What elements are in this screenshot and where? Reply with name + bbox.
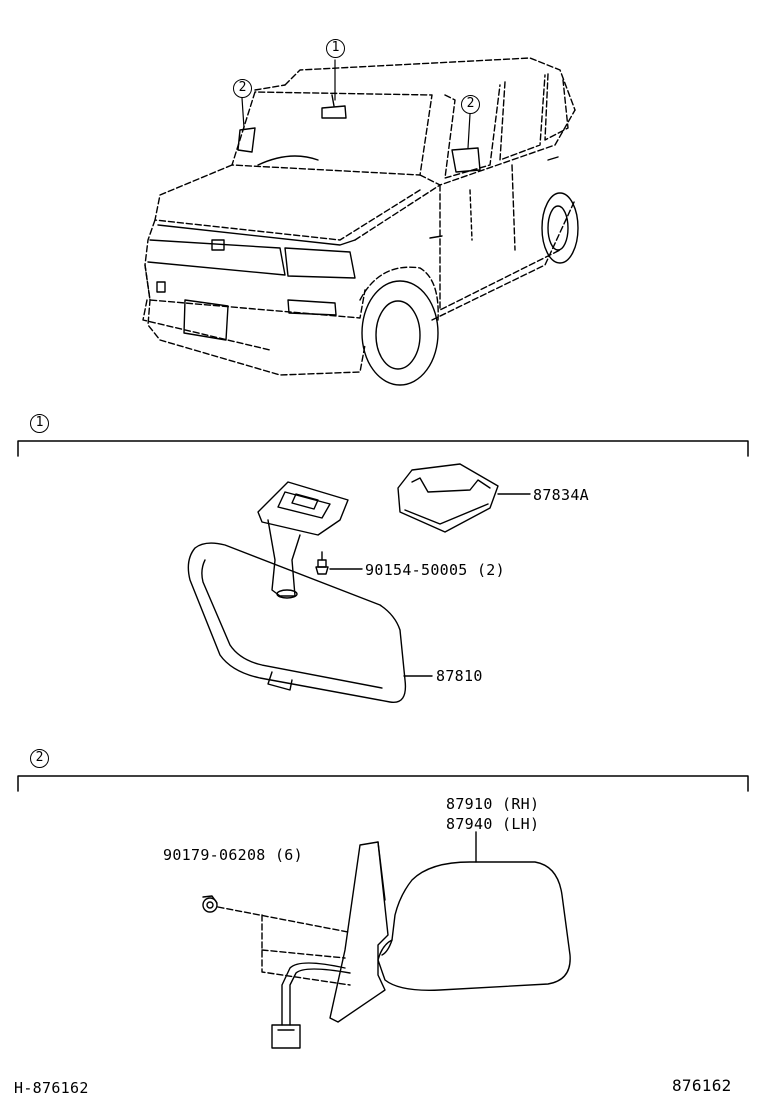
callout-2-outer-mirror-right: 2 [461,95,480,114]
section-marker-2: 2 [30,749,49,768]
part-label-outer-mirror-rh: 87910 (RH) [446,795,540,813]
part-label-screw: 90154-50005 (2) [365,561,505,579]
outer-mirror-illustration [202,831,571,1049]
footer-right-code: 876162 [672,1076,732,1095]
part-label-cover: 87834A [533,486,589,504]
section-separators [17,440,749,792]
callout-2-outer-mirror-left: 2 [233,79,252,98]
section-marker-1: 1 [30,414,49,433]
part-label-outer-mirror-lh: 87940 (LH) [446,815,540,833]
vehicle-illustration [142,57,579,386]
inner-mirror-illustration [187,463,531,704]
part-label-nut: 90179-06208 (6) [163,846,303,864]
callout-1-inner-mirror: 1 [326,39,345,58]
part-label-inner-mirror: 87810 [436,667,483,685]
footer-left-code: H-876162 [14,1079,89,1097]
